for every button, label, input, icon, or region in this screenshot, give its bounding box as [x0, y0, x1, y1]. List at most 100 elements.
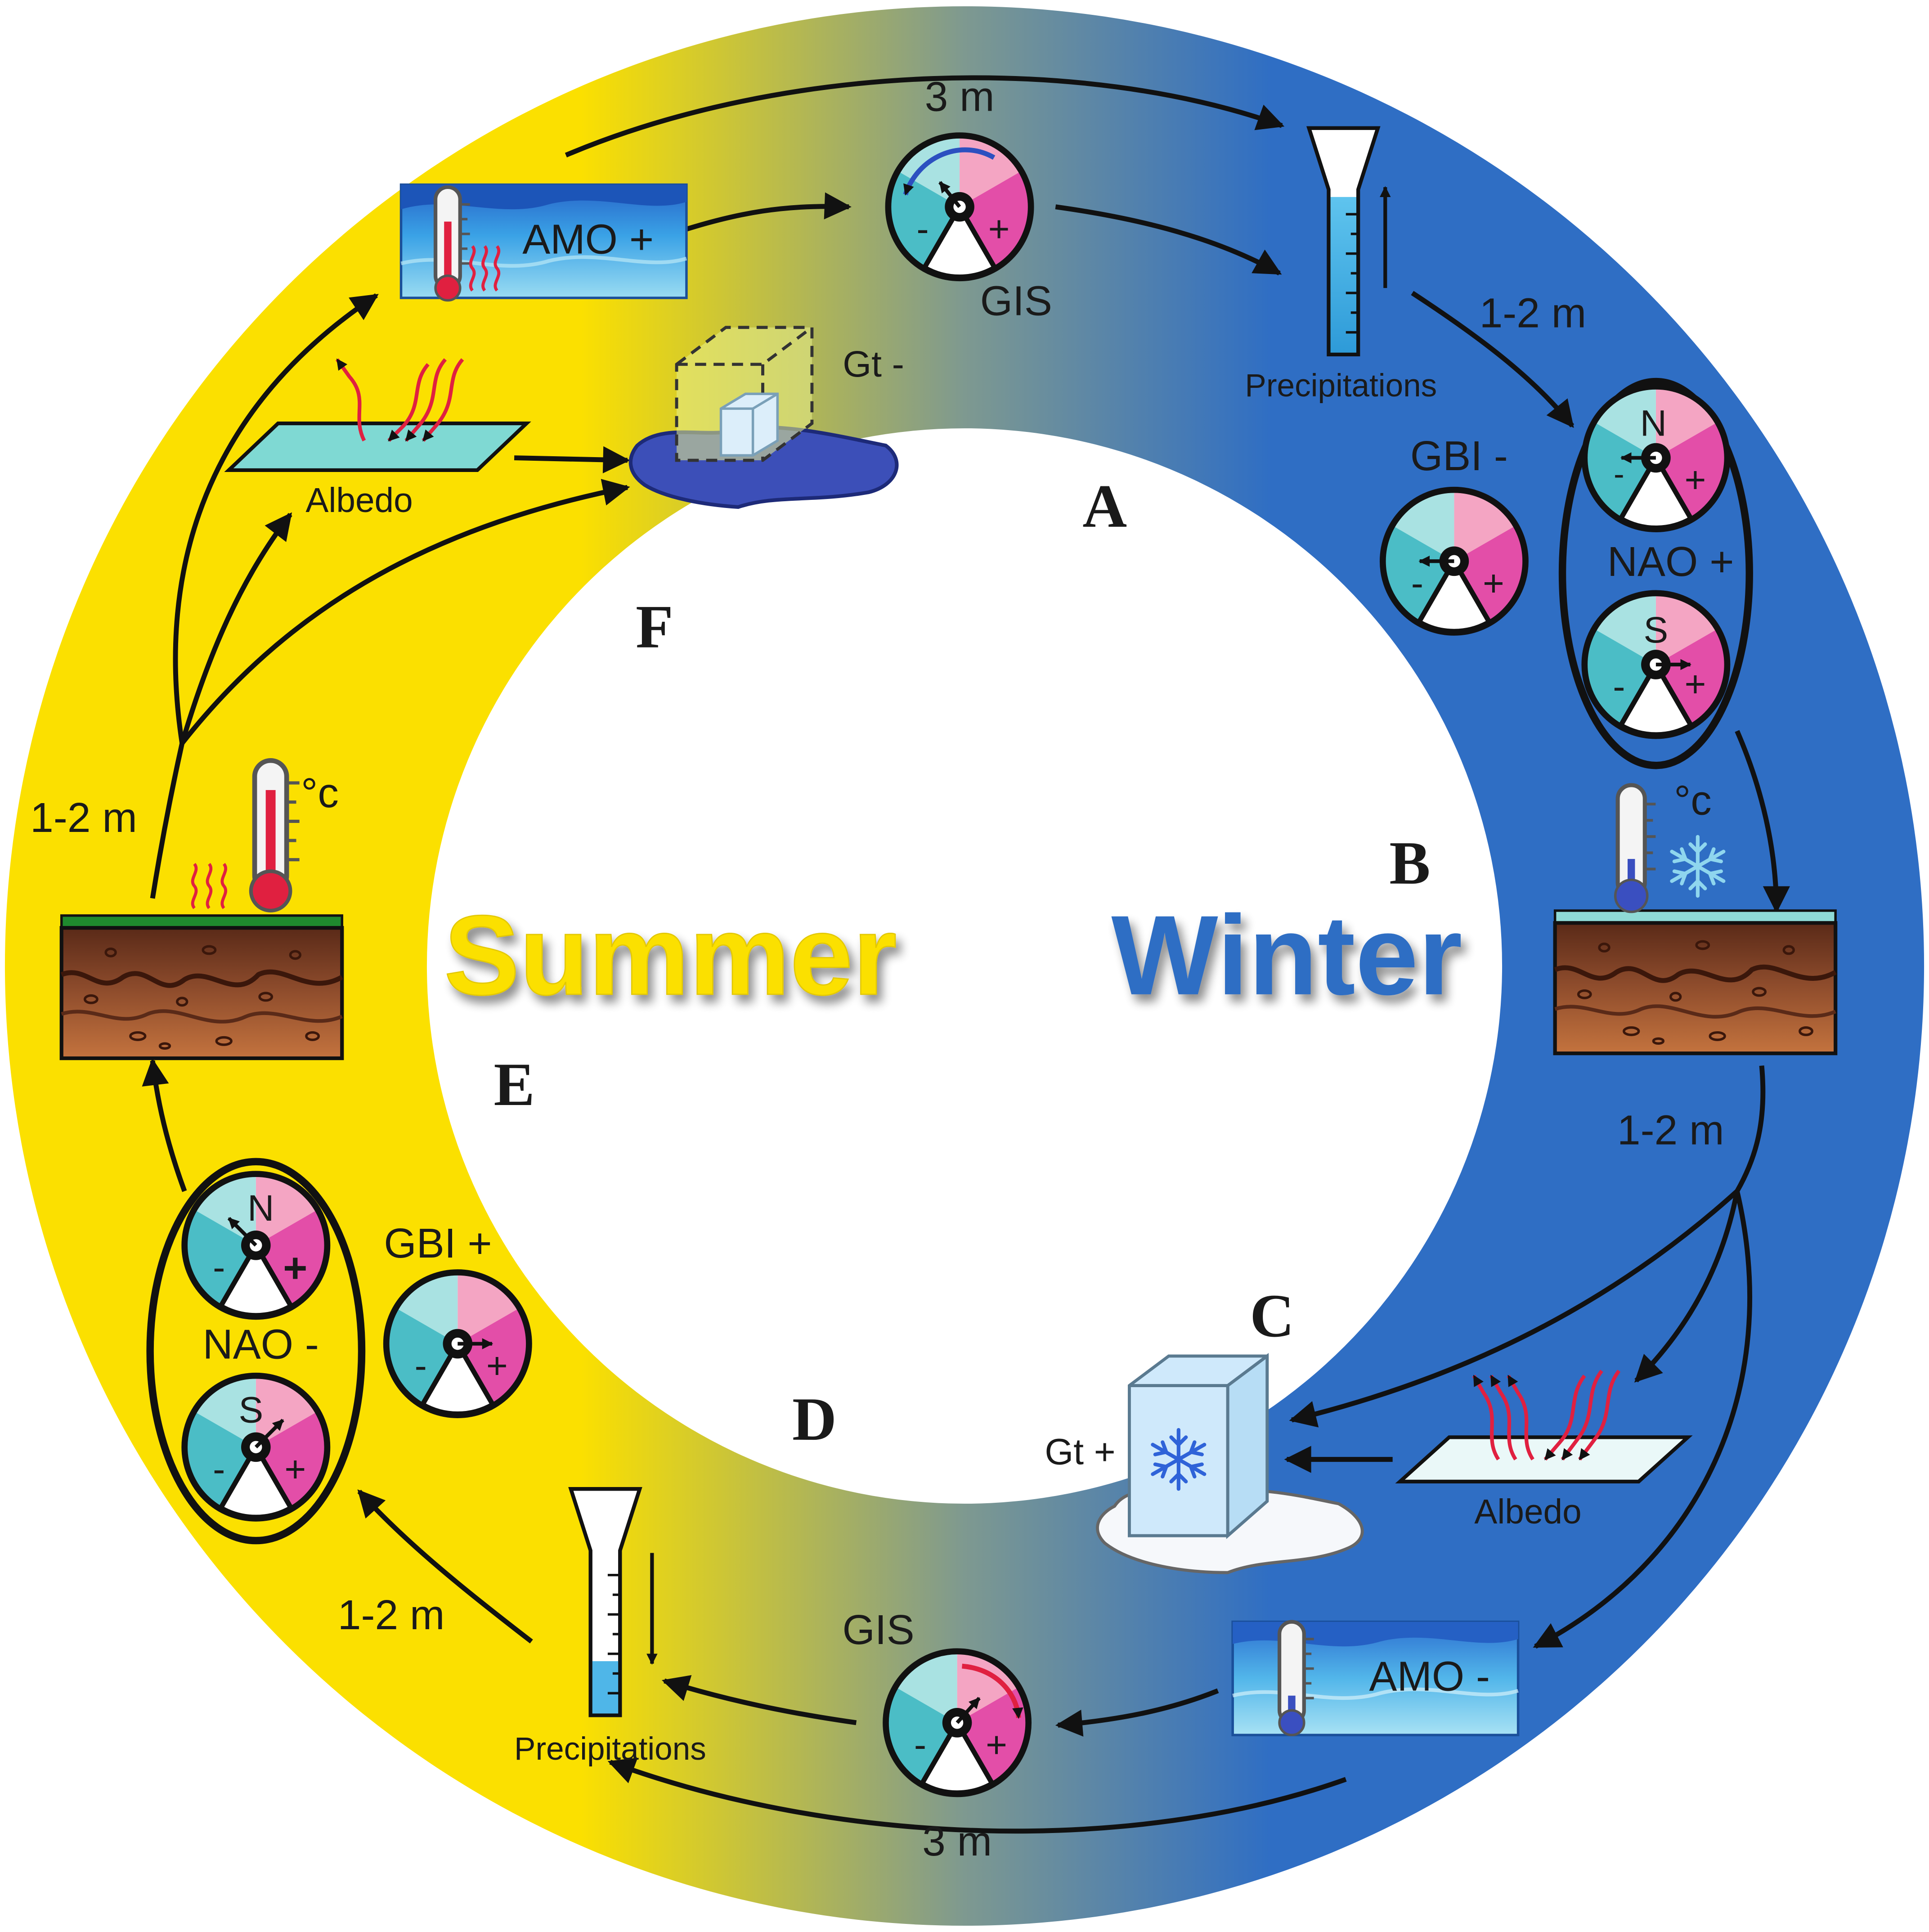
lag-labels: 3 m 1-2 m 1-2 m 3 m 1-2 m 1-2 m	[30, 73, 1724, 1865]
soil-summer: °c	[62, 760, 342, 1058]
lag-bottom: 3 m	[922, 1818, 992, 1865]
thermometer-icon	[435, 187, 470, 302]
svg-text:N: N	[1640, 403, 1667, 444]
arrow-gis-to-precip-summer	[661, 1675, 857, 1725]
gbi-negative-label: GBI -	[1410, 432, 1508, 479]
albedo-plane-icon	[1395, 1435, 1693, 1483]
stage-letter-d: D	[792, 1385, 837, 1453]
nao-positive-label: NAO +	[1607, 538, 1734, 585]
precip-label-winter: Precipitations	[1245, 368, 1437, 404]
summer-label: Summer	[444, 892, 897, 1019]
svg-text:+: +	[986, 1724, 1007, 1765]
gis-label-bottom: GIS	[842, 1606, 914, 1653]
arrow-gis-to-precip	[1055, 204, 1282, 276]
soil-layer-icon	[1555, 923, 1836, 1053]
gbi-negative-gauge: - + GBI -	[1383, 432, 1525, 633]
ice-cube-icon	[1128, 1353, 1269, 1539]
arrow-soil-up	[150, 742, 185, 899]
heat-waves-icon	[469, 245, 501, 292]
gis-label-top: GIS	[980, 277, 1052, 324]
stage-letters: A B C D E F	[494, 472, 1431, 1453]
gauge-dial-icon	[888, 135, 1031, 278]
temp-unit-summer: °c	[301, 769, 339, 816]
svg-text:S: S	[239, 1390, 264, 1431]
albedo-label-summer: Albedo	[305, 481, 413, 520]
nao-south-gauge: S - +	[184, 1376, 327, 1519]
nao-north-gauge: N - +	[1584, 386, 1727, 529]
svg-text:+: +	[1684, 459, 1706, 500]
arrow-branch-to-ice-summer	[180, 479, 630, 745]
arrow-amo-to-gis	[671, 192, 852, 237]
arrow-branch-to-amo-summer	[173, 293, 379, 744]
svg-text:+: +	[1684, 664, 1706, 705]
svg-text:-: -	[1613, 666, 1625, 707]
precip-label-summer: Precipitations	[514, 1731, 706, 1767]
albedo-winter: Albedo	[1395, 1370, 1693, 1531]
arrow-top-outer	[565, 75, 1285, 157]
stage-letter-c: C	[1250, 1281, 1294, 1350]
precipitation-gauge-summer: Precipitations	[514, 1487, 706, 1767]
albedo-plane-icon	[224, 421, 531, 472]
soil-winter: °c	[1555, 777, 1836, 1054]
lag-top: 3 m	[925, 73, 995, 120]
svg-text:+: +	[1483, 563, 1504, 604]
gis-gauge-top: - + GIS	[888, 135, 1052, 324]
thermometer-icon	[1614, 785, 1656, 913]
thermometer-icon	[249, 760, 300, 913]
precipitation-gauge-winter: Precipitations	[1245, 126, 1437, 404]
winter-label: Winter	[1111, 892, 1462, 1019]
arrow-bottom-outer	[607, 1757, 1347, 1834]
soil-layer-icon	[62, 928, 342, 1058]
gauge-minus: -	[916, 208, 929, 249]
lag-right-lower: 1-2 m	[1617, 1107, 1724, 1154]
arrow-amo-to-gis-winter	[1055, 1688, 1219, 1737]
amo-negative-label: AMO -	[1369, 1653, 1490, 1700]
stage-letter-f: F	[636, 593, 673, 661]
svg-text:-: -	[415, 1345, 427, 1386]
svg-text:-: -	[1411, 563, 1423, 604]
lag-left-upper: 1-2 m	[30, 794, 137, 841]
arrow-precip-to-nao-summer	[357, 1489, 533, 1644]
stage-letter-b: B	[1389, 829, 1430, 897]
amo-positive-ocean: AMO +	[399, 183, 688, 302]
season-labels: Summer Winter	[444, 892, 1462, 1020]
nao-negative-label: NAO -	[203, 1321, 319, 1367]
cycle-arrows	[142, 75, 1790, 1834]
svg-text:+: +	[486, 1345, 508, 1386]
amo-positive-label: AMO +	[522, 216, 654, 263]
svg-text:+: +	[283, 1245, 307, 1291]
albedo-summer: Albedo	[224, 358, 531, 520]
lag-right-upper: 1-2 m	[1480, 290, 1587, 337]
arrow-branch-to-albedo-summer	[179, 512, 292, 744]
gauge-plus: +	[988, 208, 1010, 249]
arrow-precip-to-nao	[1411, 291, 1575, 428]
svg-text:-: -	[213, 1247, 225, 1288]
amo-negative-ocean: AMO -	[1231, 1622, 1520, 1736]
svg-text:+: +	[284, 1449, 306, 1490]
svg-text:-: -	[213, 1449, 225, 1490]
stage-letter-a: A	[1082, 472, 1127, 540]
arrow-branch-to-albedo	[1634, 1191, 1740, 1383]
ice-label-summer: Gt -	[843, 344, 904, 385]
arrow-soil-split	[1735, 1065, 1766, 1193]
arrow-albedo-to-ice-summer	[514, 446, 630, 473]
gauge-dial-icon	[886, 1651, 1028, 1794]
nao-positive-group: N - + NAO + S - +	[1558, 377, 1753, 769]
svg-text:S: S	[1644, 610, 1669, 651]
lag-left-lower: 1-2 m	[338, 1591, 445, 1638]
nao-negative-group: N - + NAO - S - +	[146, 1158, 366, 1545]
svg-text:N: N	[247, 1188, 274, 1229]
thermometer-icon	[1279, 1622, 1314, 1736]
ice-growth-winter: Gt +	[1045, 1353, 1364, 1574]
albedo-label-winter: Albedo	[1474, 1493, 1581, 1531]
nao-north-gauge: N - +	[184, 1174, 327, 1316]
arrow-nao-to-soil	[1735, 730, 1790, 913]
stage-letter-e: E	[494, 1050, 535, 1119]
arrow-branch-to-amo	[1533, 1191, 1752, 1649]
gbi-positive-gauge: - + GBI +	[384, 1220, 529, 1415]
nao-south-gauge: S - +	[1584, 593, 1727, 736]
heat-waves-icon	[191, 863, 228, 909]
arrow-branch-to-ice	[1289, 1189, 1739, 1428]
